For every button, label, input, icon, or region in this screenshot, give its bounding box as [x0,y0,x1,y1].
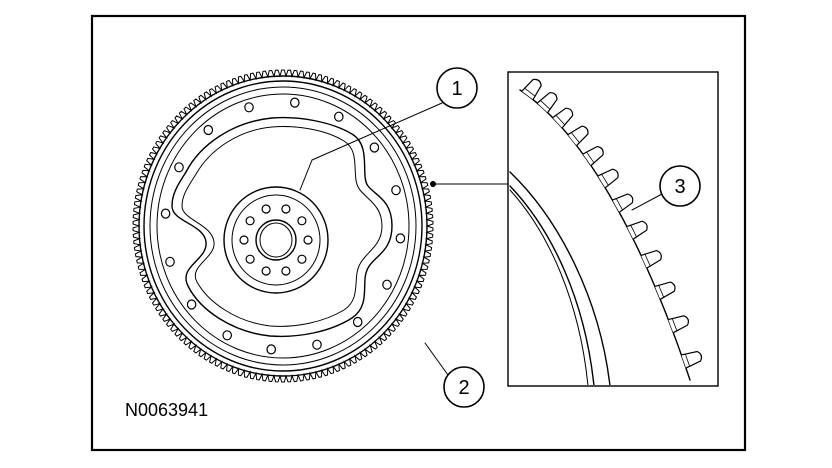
callout-2-leader [424,342,449,376]
outer-mounting-hole [203,124,214,136]
detail-gear-tooth [567,125,589,147]
detail-gear-tooth-chamfer [658,284,665,298]
callout-2-circle [443,366,485,408]
outer-mounting-hole [222,330,232,341]
outer-mounting-hole [391,185,401,196]
detail-rim-edge [509,189,589,385]
detail-rim-inner [509,185,595,385]
callout-1-number: 1 [451,78,462,100]
hub-outer [223,186,329,294]
crankshaft-bolt-hole [261,266,271,276]
detail-gear-tooth [552,107,574,129]
detail-gear-tooth-chamfer [600,173,609,186]
detail-ring-gear-band [519,89,691,381]
outer-mounting-hole [186,299,197,310]
detail-gear-tooth-chamfer [644,253,651,267]
detail-gear-tooth [681,350,703,369]
detail-ring-gear-teeth [521,78,703,369]
callout-3: 3 [631,165,701,211]
detail-gear-tooth [597,168,619,189]
flexplate-outer-rim [149,86,417,366]
outer-mounting-hole [160,208,171,219]
outer-mounting-hole [369,142,380,153]
detail-gear-tooth-chamfer [630,224,638,238]
hub-center-bore [255,219,297,261]
detail-gear-tooth-chamfer [539,99,551,110]
outer-mounting-hole [333,111,344,122]
figure-id: N0063941 [125,400,208,420]
ring-gear-tooth-profile [132,69,434,383]
callout-1-leader [311,102,443,161]
crankshaft-bolt-holes [239,204,313,276]
callout-2: 2 [424,342,485,408]
detail-gear-tooth [582,145,604,166]
hub-bolt-circle [231,194,321,286]
detail-gear-tooth [626,220,648,240]
ring-gear-inner-rim [143,80,423,372]
outer-mounting-hole [395,233,406,244]
detail-rim-outer [509,171,611,385]
callout-1-circle [436,67,478,109]
stamped-plate-outline [171,116,393,338]
crankshaft-bolt-hole [297,254,307,264]
ring-gear-teeth [132,69,434,383]
detail-gear-tooth-chamfer [684,353,691,367]
detail-gear-tooth-chamfer [671,317,678,332]
crankshaft-bolt-hole [281,266,291,276]
callout-3-leader [631,193,663,211]
outer-mounting-hole [174,162,184,173]
detail-gear-tooth [536,92,558,113]
detail-inset-frame [507,71,719,387]
ring-gear-outer-rim [138,75,428,377]
figure-frame [90,14,747,452]
detail-gear-tooth-chamfer [570,131,581,144]
crankshaft-bolt-hole [281,204,291,214]
callout-1: 1 [299,67,478,191]
detail-inset [507,71,719,387]
flexplate-inner-rim [156,93,410,359]
outer-mounting-hole [266,344,276,355]
crankshaft-bolt-hole [303,235,313,245]
callout-3-number: 3 [674,176,685,198]
crankshaft-bolt-hole [245,254,255,264]
callout-1-leader-tail [299,159,313,191]
detail-gear-tooth-chamfer [615,198,624,211]
detail-gear-tooth [521,78,542,100]
outer-mounting-hole [312,339,322,350]
outer-mounting-hole [382,279,392,290]
outer-mounting-hole [244,102,254,113]
detail-gear-tooth [668,315,689,334]
crankshaft-bolt-hole [239,235,249,245]
outer-mounting-holes [160,97,406,355]
callout-2-number: 2 [458,377,469,399]
crankshaft-bolt-hole [297,216,307,226]
detail-gear-tooth-chamfer [585,151,595,164]
callout-3-circle [659,165,701,207]
detail-gear-tooth-chamfer [524,87,536,97]
flywheel [132,69,434,383]
stamped-plate-inner-outline [181,126,383,327]
detail-gear-tooth-chamfer [555,114,566,126]
outer-mounting-hole [352,316,363,328]
outer-mounting-hole [165,256,175,267]
crankshaft-bolt-hole [245,216,255,226]
detail-gear-tooth [654,281,676,300]
detail-gear-tooth [640,249,662,269]
crankshaft-bolt-hole [261,204,271,214]
outer-mounting-hole [289,97,300,108]
hub-center-bore-inner [259,222,293,258]
detail-gear-tooth [612,193,634,213]
